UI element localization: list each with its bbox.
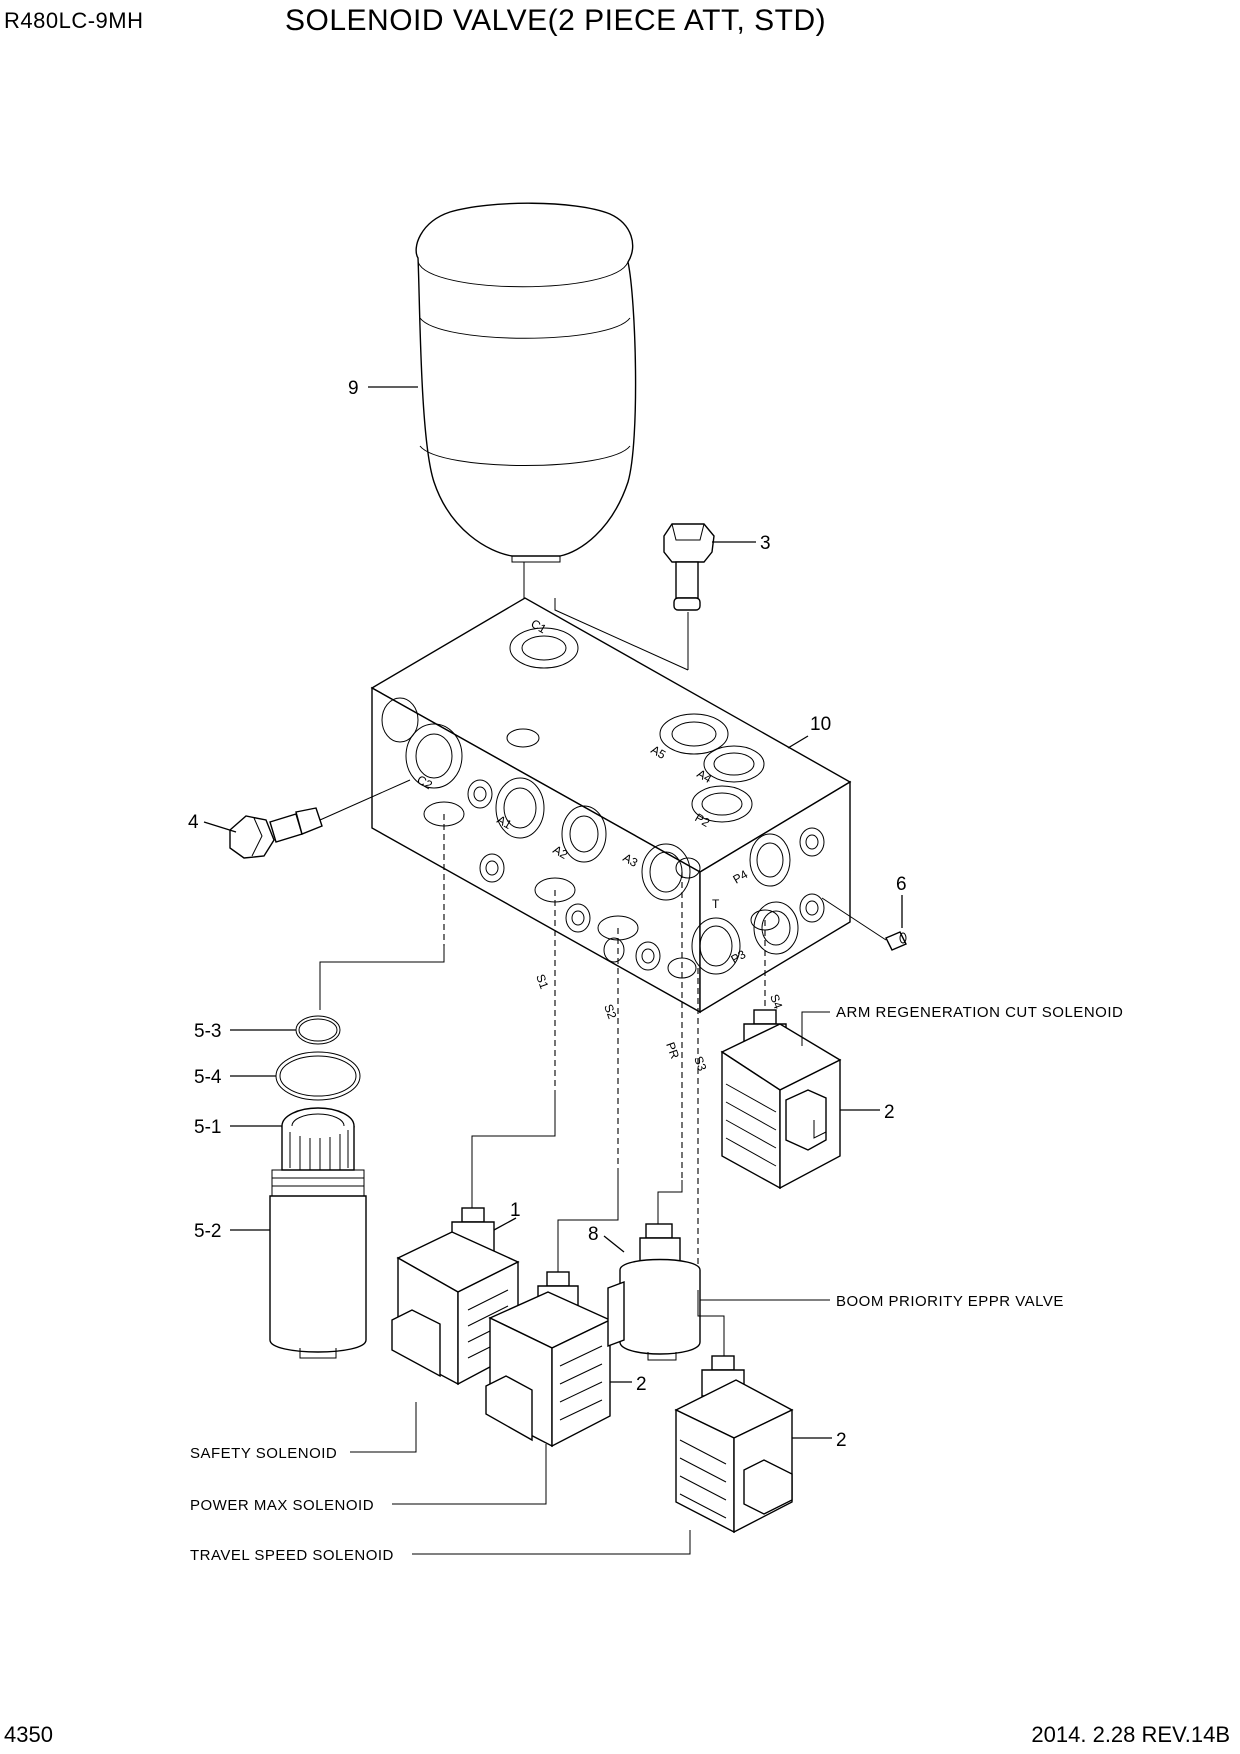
- callout-8: 8: [588, 1224, 599, 1245]
- accumulator[interactable]: [415, 202, 637, 563]
- note-travel-speed-solenoid: TRAVEL SPEED SOLENOID: [190, 1547, 394, 1564]
- o-ring-5-4[interactable]: [275, 1051, 361, 1101]
- filter-element-5-2[interactable]: [269, 1195, 367, 1359]
- note-power-max-solenoid: POWER MAX SOLENOID: [190, 1497, 374, 1514]
- callout-5-4: 5-4: [194, 1067, 222, 1088]
- callout-3: 3: [760, 533, 771, 554]
- port-c2: C2: [415, 772, 436, 792]
- revision-date: 2014. 2.28 REV.14B: [1031, 1722, 1230, 1747]
- callout-5-2: 5-2: [194, 1221, 221, 1242]
- port-s1: S1: [533, 972, 551, 991]
- note-safety-solenoid: SAFETY SOLENOID: [190, 1445, 337, 1462]
- model-number: R480LC-9MH: [4, 8, 144, 33]
- o-ring-5-3[interactable]: [295, 1015, 341, 1045]
- port-pr: PR: [663, 1040, 682, 1061]
- port-c1: C1: [529, 616, 550, 636]
- port-a4: A4: [695, 766, 715, 786]
- callout-2-b: 2: [884, 1102, 895, 1123]
- plug-4[interactable]: [229, 807, 323, 859]
- filter-cap-5-1[interactable]: [271, 1107, 365, 1197]
- callout-10: 10: [810, 714, 831, 735]
- port-p3: P3: [729, 947, 749, 967]
- port-a2: A2: [551, 842, 571, 862]
- boom-priority-eppr-valve[interactable]: [607, 1223, 701, 1361]
- note-boom-priority-eppr: BOOM PRIORITY EPPR VALVE: [836, 1293, 1064, 1310]
- callout-5-3: 5-3: [194, 1021, 221, 1042]
- arm-regeneration-cut-solenoid[interactable]: [720, 1009, 842, 1190]
- port-a5: A5: [649, 742, 669, 762]
- diagram-title: SOLENOID VALVE(2 PIECE ATT, STD): [285, 4, 827, 37]
- callout-2-c: 2: [836, 1430, 847, 1451]
- callout-1: 1: [510, 1200, 521, 1221]
- callout-2-a: 2: [636, 1374, 647, 1395]
- port-s2: S2: [601, 1002, 619, 1021]
- page-number: 4350: [4, 1722, 53, 1747]
- port-a3: A3: [621, 850, 641, 870]
- callout-5-1: 5-1: [194, 1117, 221, 1138]
- callout-4: 4: [188, 812, 199, 833]
- port-p2: P2: [693, 810, 713, 830]
- callout-6: 6: [896, 874, 907, 895]
- orifice-6[interactable]: [885, 931, 907, 951]
- port-a1: A1: [495, 812, 515, 832]
- port-p4: P4: [731, 867, 751, 887]
- travel-speed-solenoid[interactable]: [674, 1355, 794, 1534]
- note-arm-regeneration-cut: ARM REGENERATION CUT SOLENOID: [836, 1004, 1123, 1021]
- bolt-3[interactable]: [663, 523, 715, 611]
- callout-9: 9: [348, 378, 359, 399]
- port-s4: S4: [767, 992, 785, 1011]
- port-s3: S3: [691, 1054, 709, 1073]
- port-t: T: [712, 897, 720, 911]
